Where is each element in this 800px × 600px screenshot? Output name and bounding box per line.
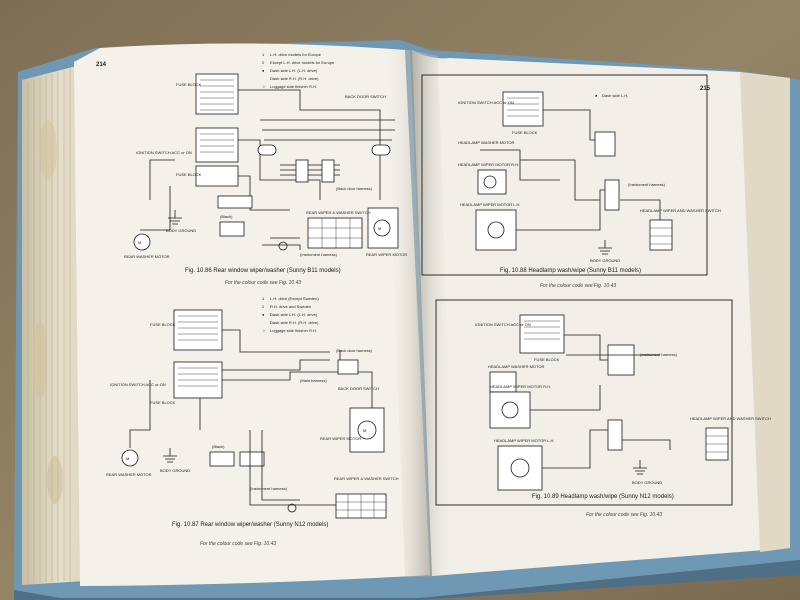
right-page <box>412 50 790 576</box>
gutter-left <box>385 48 432 577</box>
label-fuse-block-b2: FUSE BLOCK <box>150 400 176 405</box>
label-headlamp-washer-motor-r2: HEADLAMP WASHER MOTOR <box>488 364 544 369</box>
label-headlamp-wiper-motor-rh-r: HEADLAMP WIPER MOTOR R.H. <box>458 162 519 167</box>
label-instrument-harness-b: (Instrument harness) <box>250 486 288 491</box>
frame-bottom <box>435 299 733 506</box>
legend-bottom-symbol: 2 <box>262 304 265 309</box>
legend-right: ● Dash side L.H. <box>595 93 628 98</box>
label-instrument-harness-r2: (Instrument harness) <box>640 352 678 357</box>
legend-bottom-item: Luggage side finisher R.H. <box>270 328 317 333</box>
left-page <box>74 43 430 587</box>
label-fuse-block-2: FUSE BLOCK <box>176 172 202 177</box>
label-rear-washer-motor-b: REAR WASHER MOTOR <box>106 472 152 477</box>
right-page-edges <box>740 72 790 552</box>
label-body-ground-r2: BODY GROUND <box>632 480 662 485</box>
label-rear-wiper-motor-b: REAR WIPER MOTOR <box>320 436 361 441</box>
label-ignition-switch-r2: IGNITION SWITCH ACC or ON <box>475 322 531 327</box>
legend-bottom-item: Dash side R.H. (R.H. drive) <box>270 320 319 325</box>
label-black: (Black) <box>220 214 233 219</box>
legend-top-item: L.H. drive models for Europe <box>270 52 322 57</box>
svg-text:M: M <box>138 240 141 245</box>
label-headlamp-wiper-washer-switch-r2: HEADLAMP WIPER AND WASHER SWITCH <box>690 416 771 421</box>
legend-bottom-item: Dash side L.H. (L.H. drive) <box>270 312 318 317</box>
label-rear-washer-motor: REAR WASHER MOTOR <box>124 254 170 259</box>
label-black-b: (Black) <box>212 444 225 449</box>
gutter-right <box>410 50 455 576</box>
legend-bottom-item: L.H. drive (Except Sweden) <box>270 296 319 301</box>
label-ignition-switch-r: IGNITION SWITCH ACC or ON <box>458 100 514 105</box>
caption-fig-10-87: Fig. 10.87 Rear window wiper/washer (Sun… <box>172 522 328 528</box>
legend-top-item: Dash side L.H. (L.H. drive) <box>270 68 318 73</box>
legend-bottom-symbol: ● <box>262 312 265 317</box>
legend-top-symbol: ☆ <box>262 84 266 89</box>
label-back-door-switch: BACK DOOR SWITCH <box>345 94 386 99</box>
page-stains <box>33 120 63 504</box>
label-headlamp-washer-motor-r: HEADLAMP WASHER MOTOR <box>458 140 514 145</box>
caption-fig-10-86: Fig. 10.86 Rear window wiper/washer (Sun… <box>185 268 341 274</box>
label-ignition-switch: IGNITION SWITCH ACC or ON <box>136 150 192 155</box>
diagram-right-top <box>475 91 673 255</box>
subcaption-fig-10-86: For the colour code see Fig. 10.43 <box>225 280 301 286</box>
svg-text:M: M <box>126 456 129 461</box>
label-rear-wiper-washer-switch-b: REAR WIPER & WASHER SWITCH <box>334 476 399 481</box>
legend-right-text: Dash side L.H. <box>602 93 628 98</box>
label-back-door-harness-b: (Back door harness) <box>336 348 373 353</box>
label-fuse-block-b: FUSE BLOCK <box>150 322 176 327</box>
label-rear-wiper-motor: REAR WIPER MOTOR <box>366 252 407 257</box>
label-body-ground-b: BODY GROUND <box>160 468 190 473</box>
legend-top-symbol: 2 <box>262 60 265 65</box>
cover-shadow <box>14 560 800 600</box>
label-body-ground: BODY GROUND <box>166 228 196 233</box>
legend-top-item: Except L.H. drive models for Europe <box>270 60 335 65</box>
right-page-content: 215 ● Dash side L.H. <box>421 74 771 518</box>
label-fuse-block: FUSE BLOCK <box>176 82 202 87</box>
caption-fig-10-89: Fig. 10.89 Headlamp wash/wipe (Sunny N12… <box>532 494 674 500</box>
subcaption-fig-10-87: For the colour code see Fig. 10.43 <box>200 541 276 547</box>
label-headlamp-wiper-washer-switch-r: HEADLAMP WIPER AND WASHER SWITCH <box>640 208 721 213</box>
frame-top <box>421 74 708 276</box>
label-fuse-block-r: FUSE BLOCK <box>512 130 538 135</box>
label-fuse-block-r2: FUSE BLOCK <box>534 357 560 362</box>
right-page-number: 215 <box>700 86 711 92</box>
svg-text:M: M <box>363 428 366 433</box>
legend-top: 1 L.H. drive models for Europe 2 Except L.H… <box>262 52 335 89</box>
legend-top-item: Dash side R.H. (R.H. drive) <box>270 76 319 81</box>
legend-bottom: 1 L.H. drive (Except Sweden) 2 R.H. drive a… <box>262 296 319 333</box>
caption-fig-10-88: Fig. 10.88 Headlamp wash/wipe (Sunny B11… <box>500 268 641 274</box>
left-page-number: 214 <box>96 62 107 68</box>
legend-bottom-symbol: 1 <box>262 296 265 301</box>
legend-top-item: Luggage side finisher R.H. <box>270 84 317 89</box>
left-page-content: 214 1 L.H. drive models for Europe 2 Except… <box>96 52 407 547</box>
label-instrument-harness: (Instrument harness) <box>300 252 338 257</box>
label-rear-wiper-washer-switch: REAR WIPER & WASHER SWITCH <box>306 210 371 215</box>
label-headlamp-wiper-motor-lh-r: HEADLAMP WIPER MOTOR L.H. <box>460 202 521 207</box>
label-ignition-switch-b: IGNITION SWITCH ACC or ON <box>110 382 166 387</box>
diagram-right-bottom <box>489 314 729 491</box>
legend-bottom-item: R.H. drive and Sweden <box>270 304 311 309</box>
legend-top-symbol: ● <box>262 68 265 73</box>
svg-text:M: M <box>378 226 381 231</box>
legend-top-symbol: 1 <box>262 52 265 57</box>
label-headlamp-wiper-motor-rh-r2: HEADLAMP WIPER MOTOR R.H. <box>490 384 551 389</box>
label-headlamp-wiper-motor-lh-r2: HEADLAMP WIPER MOTOR L.H. <box>494 438 555 443</box>
subcaption-fig-10-89: For the colour code see Fig. 10.43 <box>586 512 662 518</box>
legend-right-symbol: ● <box>595 93 598 98</box>
label-body-ground-r: BODY GROUND <box>590 258 620 263</box>
label-instrument-harness-r: (Instrument harness) <box>628 182 666 187</box>
subcaption-fig-10-88: For the colour code see Fig. 10.43 <box>540 283 616 289</box>
legend-bottom-symbol: ☆ <box>262 328 266 333</box>
label-main-harness-b: (Main harness) <box>300 378 327 383</box>
diagram-bottom: M M <box>121 309 387 519</box>
label-back-door-switch-b: BACK DOOR SWITCH <box>338 386 379 391</box>
diagram-top: M M <box>133 73 399 251</box>
label-back-door-harness: (Back door harness) <box>336 186 373 191</box>
